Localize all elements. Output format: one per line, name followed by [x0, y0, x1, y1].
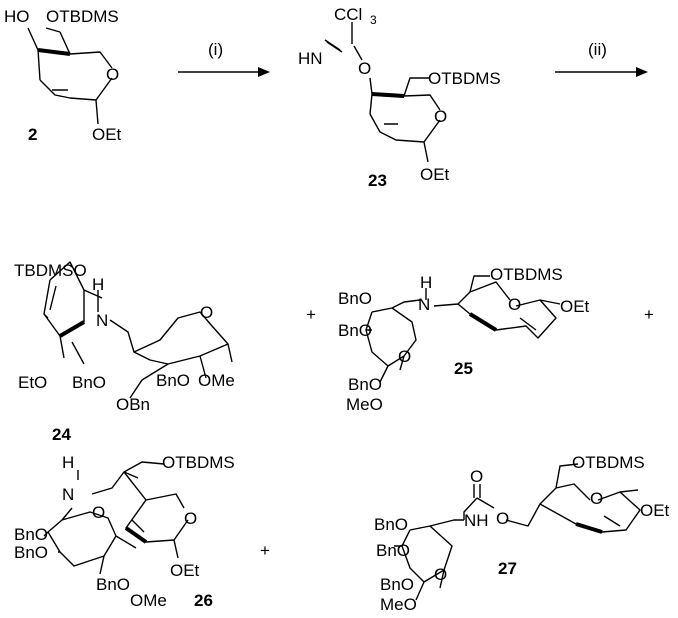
label: OEt — [560, 297, 590, 316]
label: OEt — [92, 125, 122, 144]
label: CCl — [334, 5, 362, 24]
label: O — [358, 59, 371, 78]
label: BnO — [14, 543, 48, 562]
arrow-label: (i) — [208, 40, 223, 59]
label: HN — [298, 49, 323, 68]
label: OEt — [640, 501, 670, 520]
ring-oxygen: O — [434, 565, 447, 584]
label: N — [96, 311, 108, 330]
label: H — [62, 453, 74, 472]
label: O — [470, 467, 483, 486]
ring-oxygen: O — [434, 107, 447, 126]
label: BnO — [348, 375, 382, 394]
label: BnO — [338, 321, 372, 340]
label: BnO — [376, 541, 410, 560]
ring-oxygen: O — [200, 303, 213, 322]
ring-oxygen: O — [92, 503, 105, 522]
label: OMe — [130, 591, 167, 610]
label: TBDMSO — [14, 261, 87, 280]
reaction-arrow-i: (i) — [178, 40, 270, 77]
ring-oxygen: O — [106, 65, 119, 84]
label: OTBDMS — [572, 453, 645, 472]
label: BnO — [72, 373, 106, 392]
compound-number: 26 — [194, 591, 213, 610]
compound-number: 2 — [28, 125, 37, 144]
label: OTBDMS — [162, 453, 235, 472]
compound-26: H N OTBDMS O BnO BnO O OEt BnO OMe 26 — [14, 453, 235, 610]
compound-23: CCl 3 HN O OTBDMS O OEt 23 — [298, 5, 501, 190]
compound-number: 25 — [454, 359, 473, 378]
compound-2: HO OTBDMS O OEt 2 — [4, 7, 122, 144]
label: H — [92, 275, 104, 294]
label: BnO — [338, 289, 372, 308]
label: OTBDMS — [46, 7, 119, 26]
ring-oxygen: O — [398, 347, 411, 366]
ring-oxygen: O — [508, 295, 521, 314]
label: BnO — [380, 575, 414, 594]
compound-number: 27 — [498, 559, 517, 578]
label: N — [418, 295, 430, 314]
label: 3 — [370, 13, 377, 27]
compound-27: O O OTBDMS O OEt BnO BnO NH O BnO MeO 27 — [374, 453, 670, 614]
label: BnO — [374, 515, 408, 534]
label: OMe — [198, 371, 235, 390]
label: HO — [4, 7, 30, 26]
label: BnO — [96, 575, 130, 594]
label: EtO — [18, 373, 47, 392]
compound-24: TBDMSO H N O EtO BnO BnO OMe OBn 24 — [14, 261, 235, 444]
label: N — [62, 485, 74, 504]
compound-25: BnO BnO H N OTBDMS O OEt O BnO MeO 25 — [338, 265, 590, 414]
compound-number: 24 — [52, 425, 71, 444]
plus-sign: + — [306, 305, 316, 324]
label: H — [420, 273, 432, 292]
label: BnO — [156, 371, 190, 390]
label: O — [496, 509, 509, 528]
label: OBn — [116, 395, 150, 414]
ring-oxygen: O — [184, 509, 197, 528]
label: OEt — [170, 561, 200, 580]
label: NH — [464, 511, 489, 530]
ring-oxygen: O — [590, 489, 603, 508]
arrow-label: (ii) — [588, 40, 607, 59]
label: MeO — [380, 595, 417, 614]
plus-sign: + — [260, 541, 270, 560]
label: BnO — [14, 525, 48, 544]
label: OEt — [420, 165, 450, 184]
compound-number: 23 — [368, 171, 387, 190]
label: MeO — [346, 395, 383, 414]
reaction-arrow-ii: (ii) — [555, 40, 648, 77]
label: OTBDMS — [428, 69, 501, 88]
label: OTBDMS — [490, 265, 563, 284]
plus-sign: + — [644, 305, 654, 324]
